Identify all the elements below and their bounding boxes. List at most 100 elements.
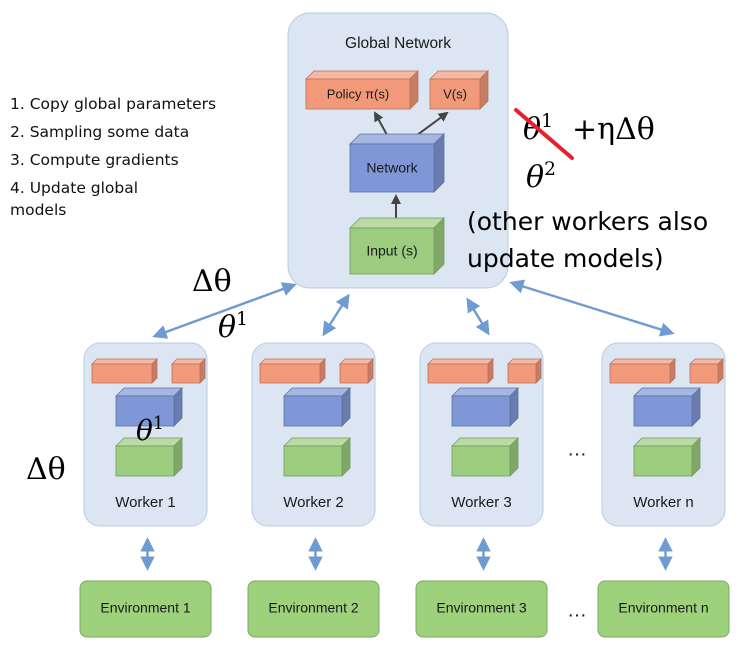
- cube-top: [115, 387, 183, 397]
- other-workers-note: (other workers also update models): [467, 203, 708, 277]
- cube-top: [171, 358, 206, 365]
- environment-label-2: Environment 2: [268, 600, 358, 616]
- worker-label-2: Worker 2: [283, 494, 344, 511]
- worker-network-cube-2: [283, 387, 351, 427]
- worker-policy-cube-1: [91, 358, 158, 384]
- environment-box-2: [247, 580, 380, 638]
- step-4-text: 4. Update global models: [10, 179, 139, 219]
- global-worker1-arrow: [152, 282, 297, 339]
- step-4: 4. Update global models: [10, 177, 216, 221]
- delta-theta-lower: Δθ: [26, 452, 66, 487]
- worker-network-cube-1: [115, 387, 183, 427]
- cube-top: [633, 387, 701, 397]
- theta-superscript: 1: [236, 309, 248, 331]
- worker-value-cube-1: [171, 358, 206, 384]
- workers-ellipsis: …: [567, 438, 587, 460]
- cube-top: [633, 437, 701, 447]
- cube-top: [283, 437, 351, 447]
- worker-input-cube-2: [283, 437, 351, 477]
- worker-policy-cube-2: [259, 358, 326, 384]
- theta-superscript: 1: [152, 413, 164, 434]
- global-worker2-arrow: [322, 293, 350, 337]
- worker-value-cube-4: [689, 358, 724, 384]
- environment-box-1: [79, 580, 212, 638]
- note-line-2: update models): [467, 244, 664, 273]
- cube-top: [689, 358, 724, 365]
- environment-label-1: Environment 1: [100, 600, 190, 616]
- cube-front: [633, 445, 693, 477]
- theta-symbol: θ: [526, 160, 545, 195]
- worker-input-cube-4: [633, 437, 701, 477]
- worker-label-1: Worker 1: [115, 494, 176, 511]
- cube-front: [283, 395, 343, 427]
- delta-theta-upper: Δθ: [192, 264, 232, 299]
- environment-box-4: [597, 580, 730, 638]
- environment-box-3: [415, 580, 548, 638]
- cube-front: [305, 78, 411, 110]
- worker-network-cube-4: [633, 387, 701, 427]
- cube-front: [171, 363, 201, 384]
- cube-front: [429, 78, 481, 110]
- global-workern-arrow: [509, 279, 675, 337]
- cube-side: [433, 217, 445, 275]
- worker-value-cube-3: [507, 358, 542, 384]
- worker-policy-cube-3: [427, 358, 494, 384]
- environment-label-3: Environment 3: [436, 600, 526, 616]
- step-3: 3. Compute gradients: [10, 151, 179, 169]
- cube-label: Input (s): [366, 243, 417, 259]
- step-2: 2. Sampling some data: [10, 123, 190, 141]
- strike-through-icon: [514, 108, 574, 160]
- worker-value-cube-2: [339, 358, 374, 384]
- worker-label-3: Worker 3: [451, 494, 512, 511]
- worker-policy-cube-4: [609, 358, 676, 384]
- cube-top: [91, 358, 158, 365]
- steps-list: 1. Copy global parameters 2. Sampling so…: [10, 90, 216, 221]
- cube-front: [633, 395, 693, 427]
- environments-ellipsis: …: [567, 599, 587, 621]
- cube-top: [451, 437, 519, 447]
- cube-front: [609, 363, 671, 384]
- policy-cube: Policy π(s): [305, 70, 419, 110]
- global-worker3-arrow: [466, 297, 490, 336]
- environment-label-4: Environment n: [618, 600, 708, 616]
- cube-top: [609, 358, 676, 365]
- theta-2: θ2: [526, 159, 556, 195]
- cube-top: [427, 358, 494, 365]
- theta-superscript: 2: [544, 159, 556, 181]
- cube-top: [305, 70, 419, 80]
- update-term: +ηΔθ: [572, 112, 655, 147]
- theta-symbol: θ: [218, 310, 237, 345]
- cube-front: [349, 227, 435, 275]
- cube-label: Network: [366, 160, 418, 176]
- theta-symbol: θ: [136, 414, 153, 447]
- cube-top: [349, 133, 445, 145]
- cube-side: [433, 133, 445, 193]
- cube-front: [507, 363, 537, 384]
- step-1: 1. Copy global parameters: [10, 95, 217, 113]
- cube-front: [427, 363, 489, 384]
- theta-1-upper: θ1: [218, 309, 248, 345]
- worker-input-cube-1: [115, 437, 183, 477]
- worker-network-cube-3: [451, 387, 519, 427]
- cube-top: [283, 387, 351, 397]
- cube-top: [259, 358, 326, 365]
- cube-front: [339, 363, 369, 384]
- cube-top: [349, 217, 445, 229]
- worker-label-4: Worker n: [633, 494, 694, 511]
- cube-front: [259, 363, 321, 384]
- value-cube: V(s): [429, 70, 489, 110]
- network-cube: Network: [349, 133, 445, 193]
- input-cube: Input (s): [349, 217, 445, 275]
- cube-front: [115, 445, 175, 477]
- cube-front: [91, 363, 153, 384]
- cube-label: Policy π(s): [327, 86, 389, 101]
- cube-top: [339, 358, 374, 365]
- cube-front: [689, 363, 719, 384]
- theta-superscript: 1: [541, 111, 553, 133]
- cube-front: [349, 143, 435, 193]
- cube-front: [115, 395, 175, 427]
- cube-top: [429, 70, 489, 80]
- theta-1-worker: θ1: [136, 414, 164, 447]
- cube-top: [451, 387, 519, 397]
- cube-front: [283, 445, 343, 477]
